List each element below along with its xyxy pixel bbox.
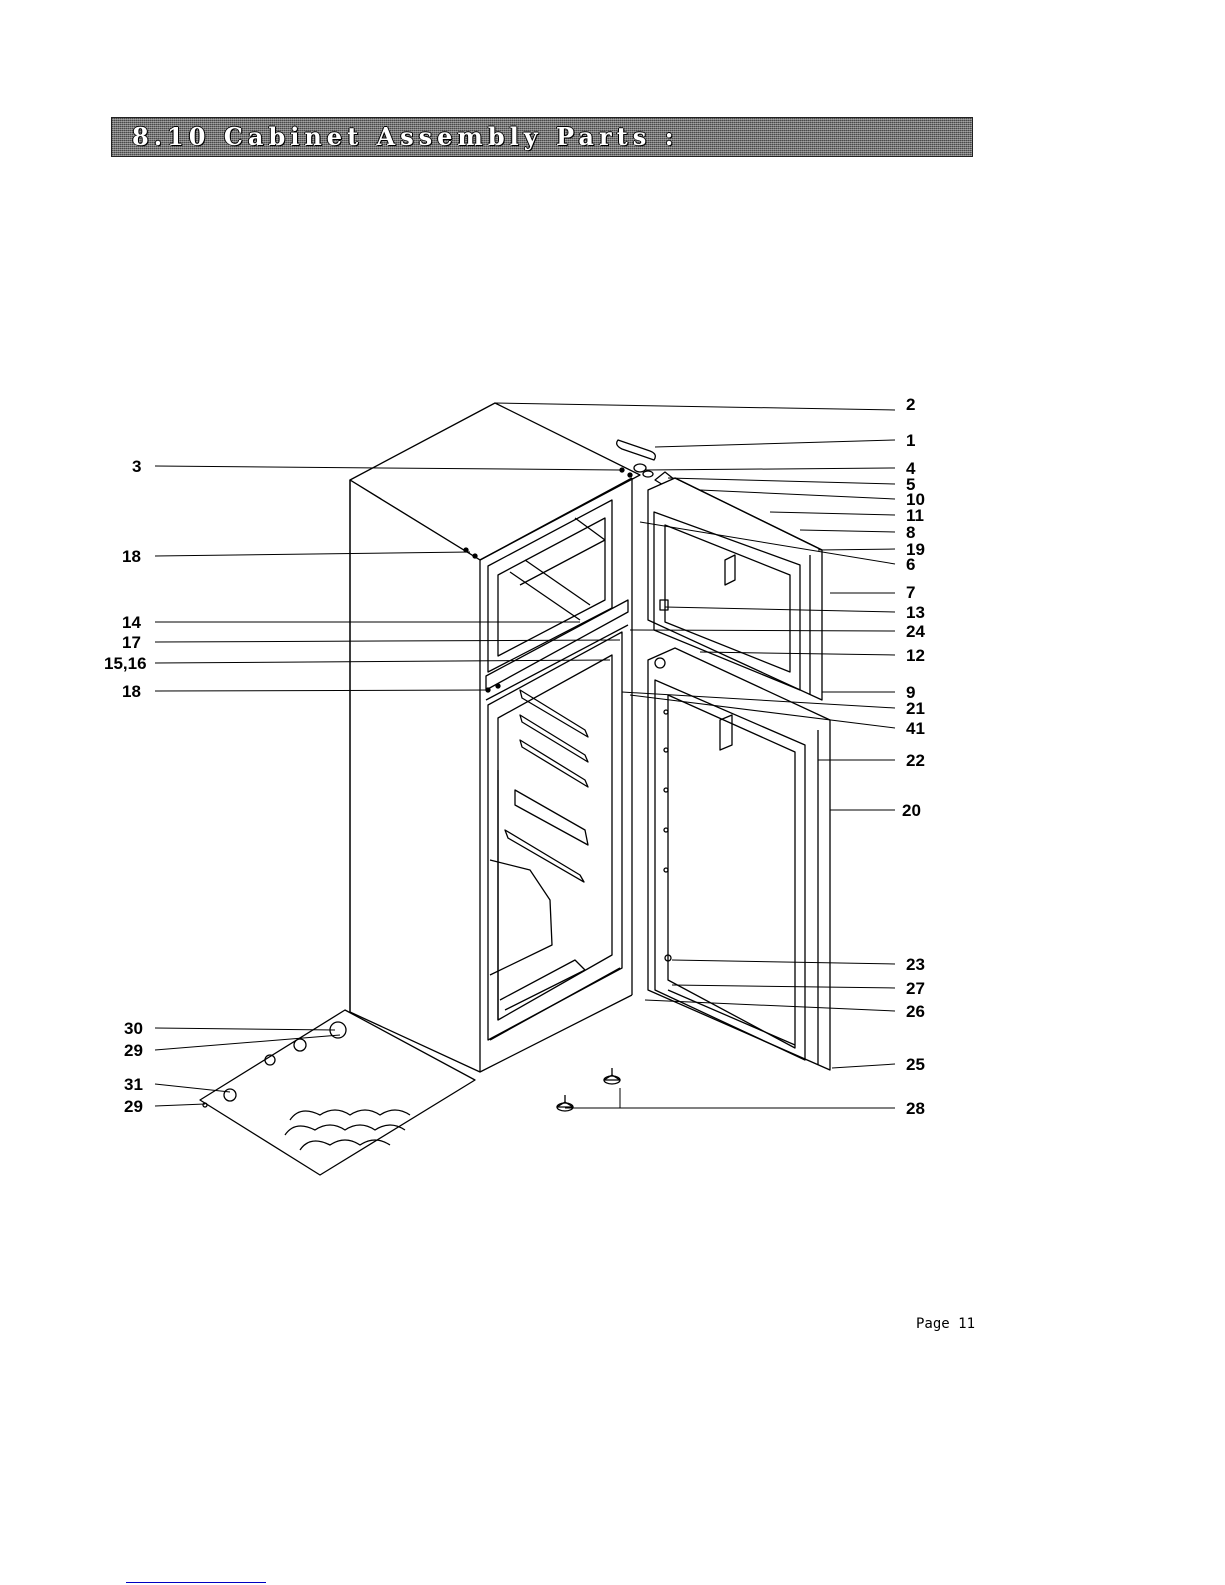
callout-29-bottom: 29: [124, 1097, 143, 1116]
callout-2: 2: [906, 395, 915, 414]
callout-26: 26: [906, 1002, 925, 1021]
callout-28: 28: [906, 1099, 925, 1118]
callout-18-top: 18: [122, 547, 141, 566]
callout-41: 41: [906, 719, 925, 738]
callout-7: 7: [906, 583, 915, 602]
callout-31: 31: [124, 1075, 143, 1094]
page-number: Page 11: [916, 1316, 975, 1332]
leveling-feet: [557, 1068, 620, 1111]
handle-cap: [617, 440, 656, 460]
callout-27: 27: [906, 979, 925, 998]
callout-14: 14: [122, 613, 141, 632]
callout-12: 12: [906, 646, 925, 665]
callout-18-bottom: 18: [122, 682, 141, 701]
callout-11: 11: [906, 506, 924, 525]
callout-15-16: 15,16: [104, 654, 147, 673]
callout-21: 21: [906, 699, 925, 718]
callout-1: 1: [906, 431, 915, 450]
callout-3: 3: [132, 457, 141, 476]
callout-30: 30: [124, 1019, 143, 1038]
footer-rule: [126, 1582, 266, 1583]
callout-20: 20: [902, 801, 921, 820]
cabinet-body: [350, 403, 640, 1072]
callout-25: 25: [906, 1055, 925, 1074]
callout-29-top: 29: [124, 1041, 143, 1060]
callout-24: 24: [906, 622, 925, 641]
callout-23: 23: [906, 955, 925, 974]
callout-17: 17: [122, 633, 141, 652]
callout-19: 19: [906, 540, 925, 559]
callout-22: 22: [906, 751, 925, 770]
callout-13: 13: [906, 603, 925, 622]
